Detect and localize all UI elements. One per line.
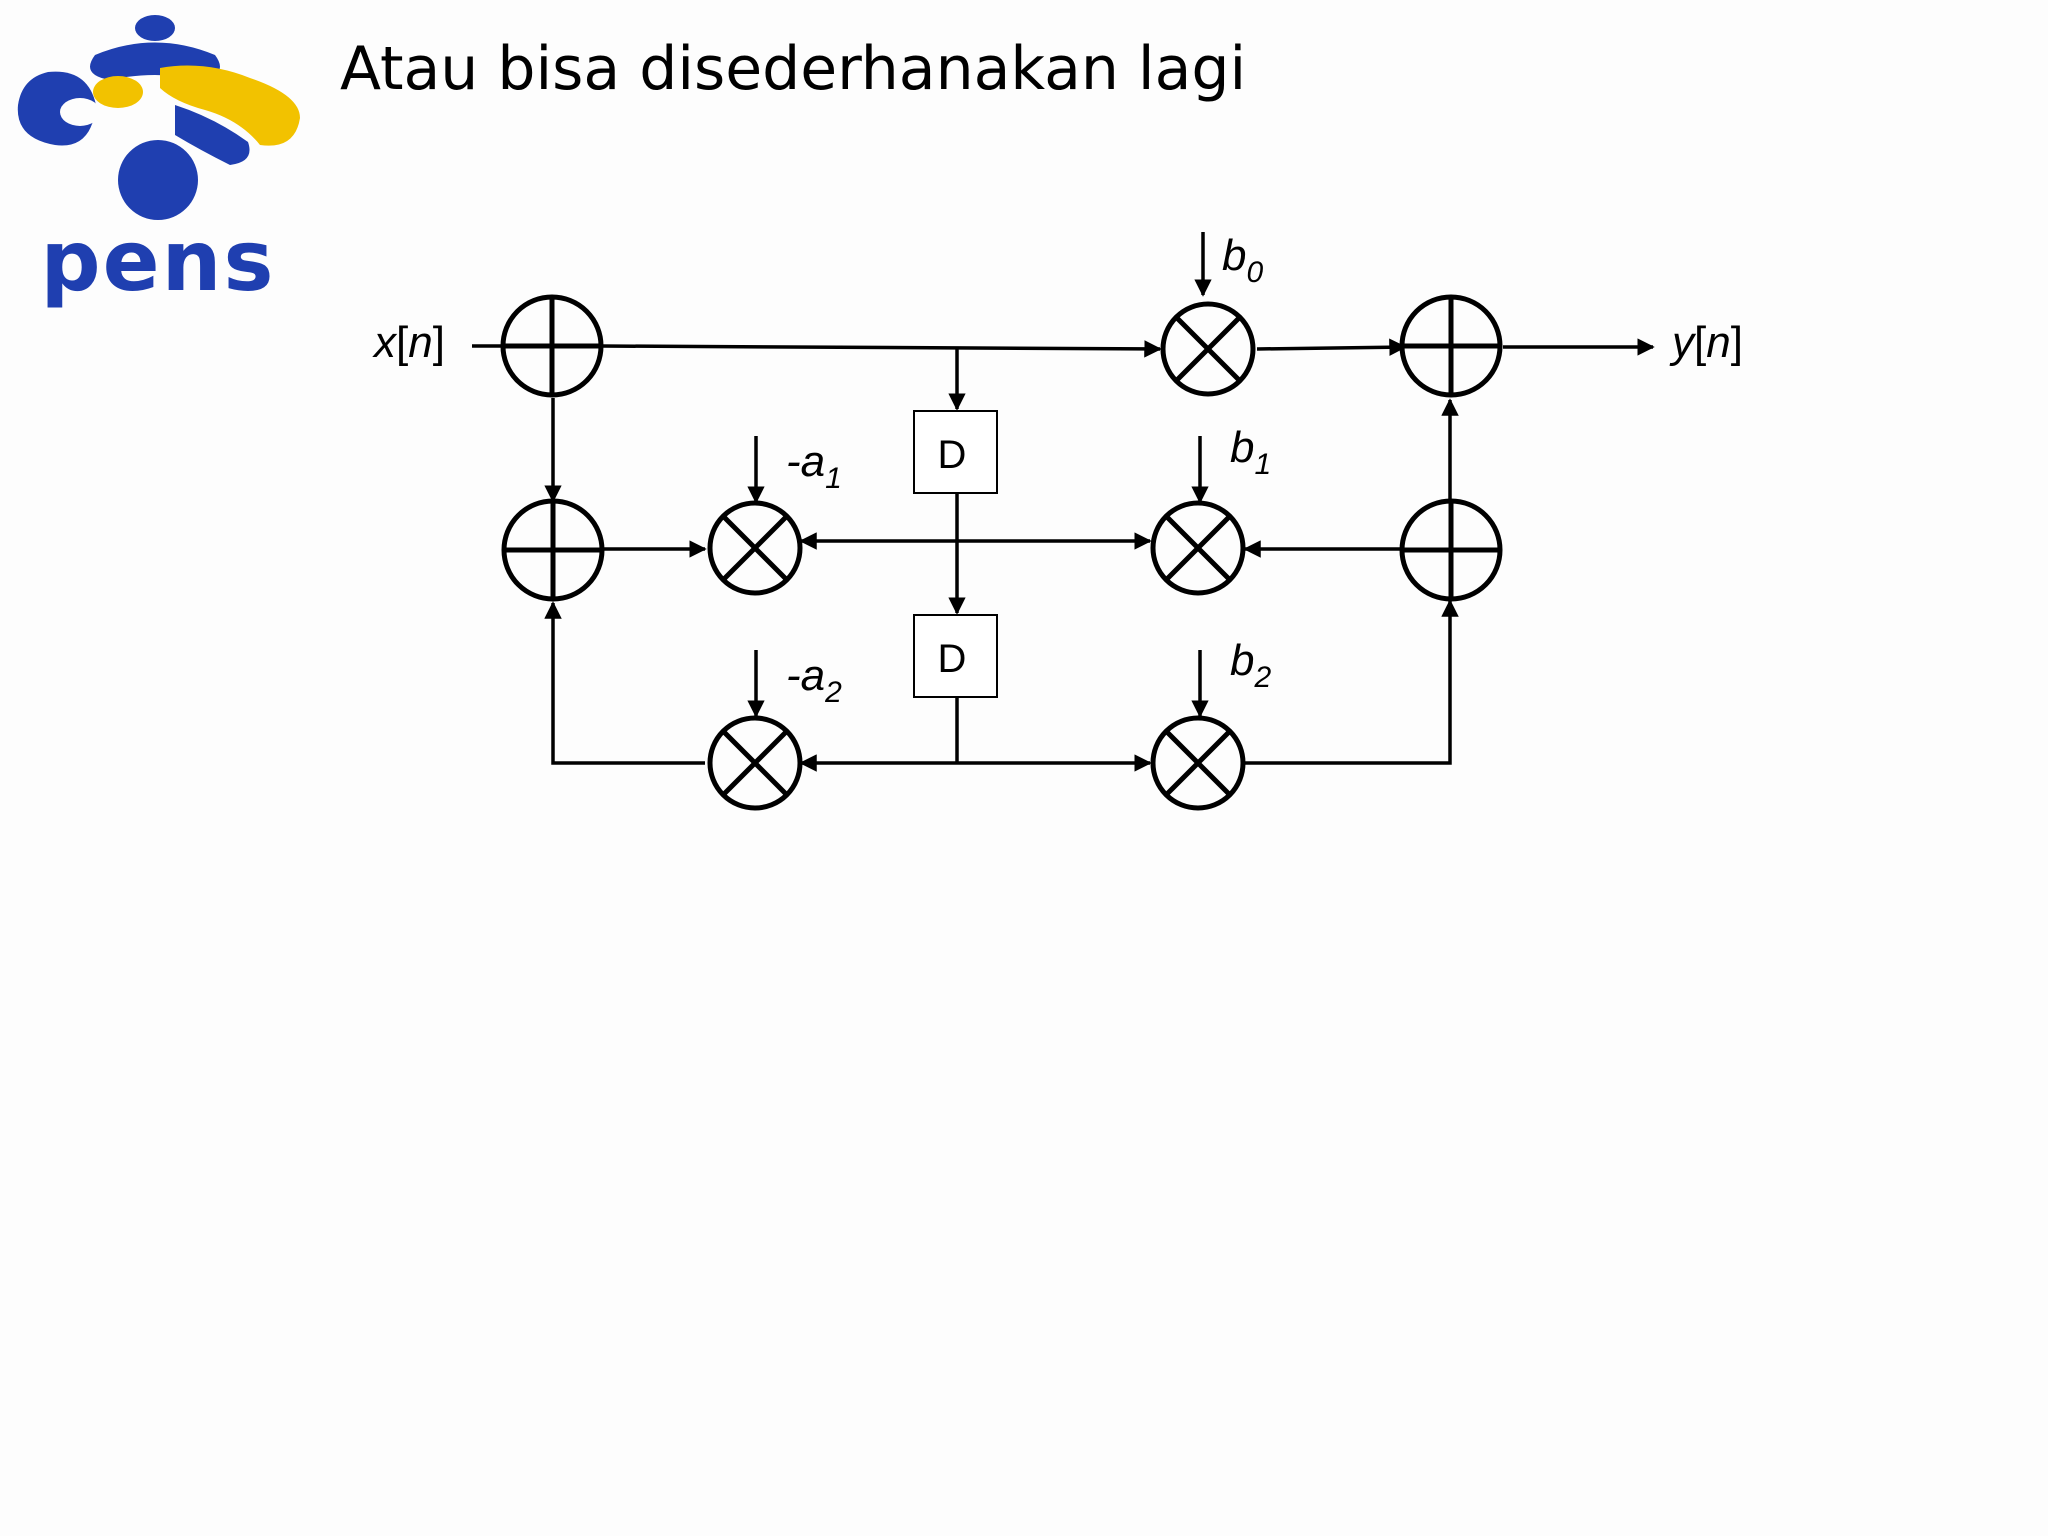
feedforward-adder-icon xyxy=(1399,498,1503,602)
output-adder-icon xyxy=(1399,294,1503,398)
svg-text:D: D xyxy=(938,433,967,477)
b1-label: b1 xyxy=(1230,423,1271,481)
logo-mark-icon xyxy=(17,15,300,220)
b0-multiplier-icon xyxy=(1160,301,1256,397)
a1-label: -a1 xyxy=(786,437,842,495)
svg-text:D: D xyxy=(938,637,967,681)
a2-label: -a2 xyxy=(786,651,842,709)
delay-block-2: D xyxy=(913,614,998,698)
output-label: y[n] xyxy=(1669,318,1743,367)
b1-multiplier-icon xyxy=(1150,500,1246,596)
pens-logo: pens xyxy=(17,15,300,310)
logo-wordmark: pens xyxy=(41,212,276,310)
path-b2-to-out-mid-adder xyxy=(1245,599,1459,765)
input-adder-icon xyxy=(500,294,604,398)
input-label: x[n] xyxy=(372,318,445,367)
b2-multiplier-icon xyxy=(1150,715,1246,811)
b0-label: b0 xyxy=(1222,231,1263,289)
a1-multiplier-icon xyxy=(707,500,803,596)
feedback-adder-icon xyxy=(501,498,605,602)
path-to-b0-mult xyxy=(600,340,1162,358)
path-to-out-adder xyxy=(1256,338,1407,356)
a2-multiplier-icon xyxy=(707,715,803,811)
b2-label: b2 xyxy=(1230,636,1271,694)
signal-paths xyxy=(472,232,1655,772)
path-a2-to-mid-adder xyxy=(544,601,705,765)
delay-block-1: D xyxy=(913,410,998,494)
svg-text:pens: pens xyxy=(41,212,276,310)
slide-title: Atau bisa disederhanakan lagi xyxy=(340,34,1247,104)
